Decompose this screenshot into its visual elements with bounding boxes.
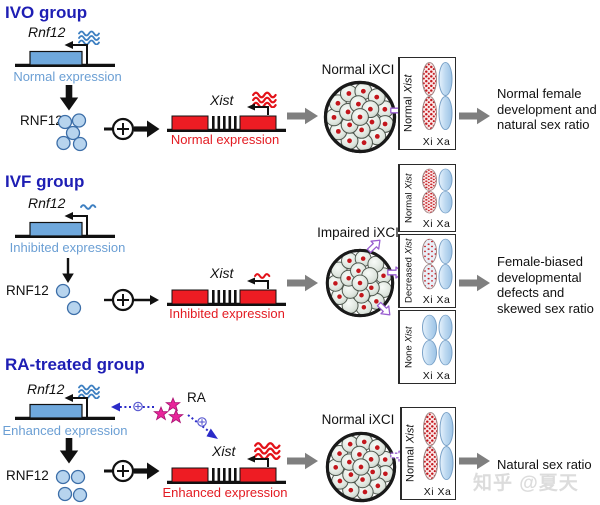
embryo-diagram [323,80,397,154]
chromosome-pair [422,411,453,481]
outcome-text: Normal female development and natural se… [497,86,597,132]
xist-expression-label: Enhanced expression [162,485,288,500]
xi-xa-label: Xi Xa [422,136,451,148]
xist-gene-label: Xist [210,265,234,281]
chromosome-pair [421,238,452,290]
xist-expression-label: Normal expression [170,132,280,147]
outcome-text: Female-biased developmental defects and … [497,254,594,316]
down-arrow-icon [59,85,79,111]
protein-molecules-icon [55,469,88,503]
rnf12-gene-label: Rnf12 [27,381,65,397]
rna-waves-icon [78,384,100,399]
rna-wave-icon [254,273,271,279]
activation-plus-arrow-icon [104,459,160,483]
ra-induction-arrow-icon [111,401,154,412]
embryo-status-label: Impaired iXCI [317,225,399,240]
group-title-ra: RA-treated group [5,355,145,374]
xi-xa-label: Xi Xa [423,486,452,498]
flow-arrow-icon [287,107,318,125]
xist-escape-arrow-icon [366,239,381,254]
flow-arrow-icon [287,274,318,292]
activation-plus-arrow-icon [104,117,160,141]
outcome-text: Natural sex ratio [497,457,592,472]
rnf12-gene-label: Rnf12 [28,195,66,211]
group-title-ivo: IVO group [5,3,88,22]
chromosome-pair [421,168,452,214]
rnf12-protein-label: RNF12 [6,468,49,483]
rna-waves-icon [254,442,281,460]
ra-induction-arrow-icon [187,414,218,439]
activation-plus-arrow-icon [104,288,159,312]
xi-xa-label: Xi Xa [422,218,451,230]
rnf12-expression-label: Inhibited expression [9,240,126,255]
rnf12-gene-diagram [15,394,115,420]
rnf12-protein-label: RNF12 [20,113,63,128]
protein-molecules-icon [55,283,82,316]
group-title-ivf: IVF group [5,172,85,191]
embryo-status-label: Normal iXCI [321,412,395,427]
watermark: 知乎 @夏天 [473,473,579,494]
rna-waves-icon [78,30,100,45]
rnf12-gene-label: Rnf12 [28,24,66,40]
rnf12-expression-label: Normal expression [13,69,122,84]
down-arrow-icon [59,438,79,464]
ra-label: RA [187,390,206,405]
embryo-status-label: Normal iXCI [321,62,395,77]
embryo-diagram [325,248,395,318]
xist-gene-label: Xist [212,443,236,459]
rnf12-protein-label: RNF12 [6,283,49,298]
ra-molecules-icon [153,397,184,424]
xist-gene-diagram [167,455,286,484]
rnf12-expression-label: Enhanced expression [2,423,128,438]
rnf12-gene-diagram [15,212,115,238]
rnf12-gene-diagram [15,41,115,67]
protein-molecules-icon [56,113,88,152]
xist-expression-label: Inhibited expression [169,306,285,321]
rna-wave-icon [80,204,97,210]
xist-escape-arrow-icon [376,301,391,316]
chromosome-pair [421,61,452,131]
xi-xa-label: Xi Xa [422,370,451,382]
flow-arrow-icon [459,274,490,292]
flow-arrow-icon [459,107,490,125]
xi-xa-label: Xi Xa [422,294,451,306]
flow-arrow-icon [459,452,490,470]
flow-arrow-icon [287,452,318,470]
rna-waves-icon [252,91,277,108]
xist-gene-label: Xist [210,92,234,108]
chromosome-pair [421,314,452,366]
down-arrow-icon [62,258,74,283]
embryo-diagram [325,431,397,503]
xist-gene-diagram [167,277,286,306]
xist-gene-diagram [167,103,286,132]
